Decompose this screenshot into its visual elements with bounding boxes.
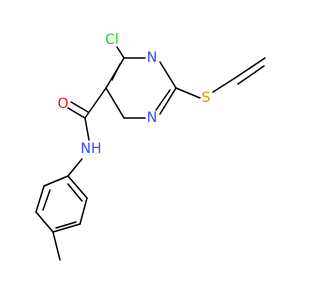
bond bbox=[175, 87, 201, 99]
bond bbox=[159, 61, 177, 89]
bond bbox=[42, 189, 51, 211]
atom-s: S bbox=[202, 90, 211, 106]
bond bbox=[84, 117, 90, 141]
bond bbox=[105, 87, 125, 119]
atom-n-ring-top: N bbox=[147, 50, 157, 66]
atom-o: O bbox=[57, 96, 68, 112]
bond bbox=[234, 57, 266, 79]
bond bbox=[70, 101, 89, 113]
bond bbox=[237, 65, 265, 85]
bond bbox=[67, 107, 86, 119]
molecule-canvas: Cl N N S O NH bbox=[35, 32, 266, 261]
bond bbox=[67, 158, 83, 177]
bond bbox=[67, 175, 88, 199]
bond bbox=[43, 175, 69, 187]
atom-n-ring-bottom: N bbox=[147, 110, 157, 126]
bond bbox=[111, 63, 121, 81]
bond bbox=[159, 87, 177, 115]
bond bbox=[84, 87, 107, 119]
bond bbox=[35, 185, 45, 213]
bond bbox=[55, 221, 77, 229]
atom-nh: NH bbox=[81, 141, 102, 157]
bond bbox=[67, 183, 83, 202]
atom-cl: Cl bbox=[105, 32, 119, 48]
bond bbox=[116, 46, 125, 59]
bond bbox=[52, 223, 81, 233]
bond bbox=[79, 197, 88, 225]
molecule-structure: Cl N N S O NH bbox=[35, 32, 266, 261]
bond bbox=[155, 89, 171, 111]
bond bbox=[35, 211, 54, 233]
bond bbox=[212, 77, 236, 93]
bond bbox=[52, 231, 61, 261]
